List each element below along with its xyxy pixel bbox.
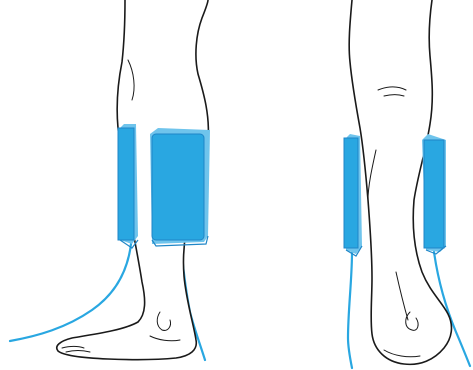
electrode-pad: [422, 134, 446, 254]
electrode-pad-face: [152, 134, 204, 240]
rear-view-leg: [344, 0, 470, 368]
lead-wire: [10, 244, 131, 341]
electrode-pad: [150, 128, 210, 246]
electrode-pad-face: [118, 128, 134, 240]
electrode-pad-face: [424, 140, 444, 248]
side-view-leg: [10, 0, 210, 360]
electrode-pad-face: [344, 138, 358, 248]
lead-wire: [348, 252, 352, 368]
electrode-pad: [118, 124, 138, 248]
electrode-pad: [344, 134, 362, 256]
